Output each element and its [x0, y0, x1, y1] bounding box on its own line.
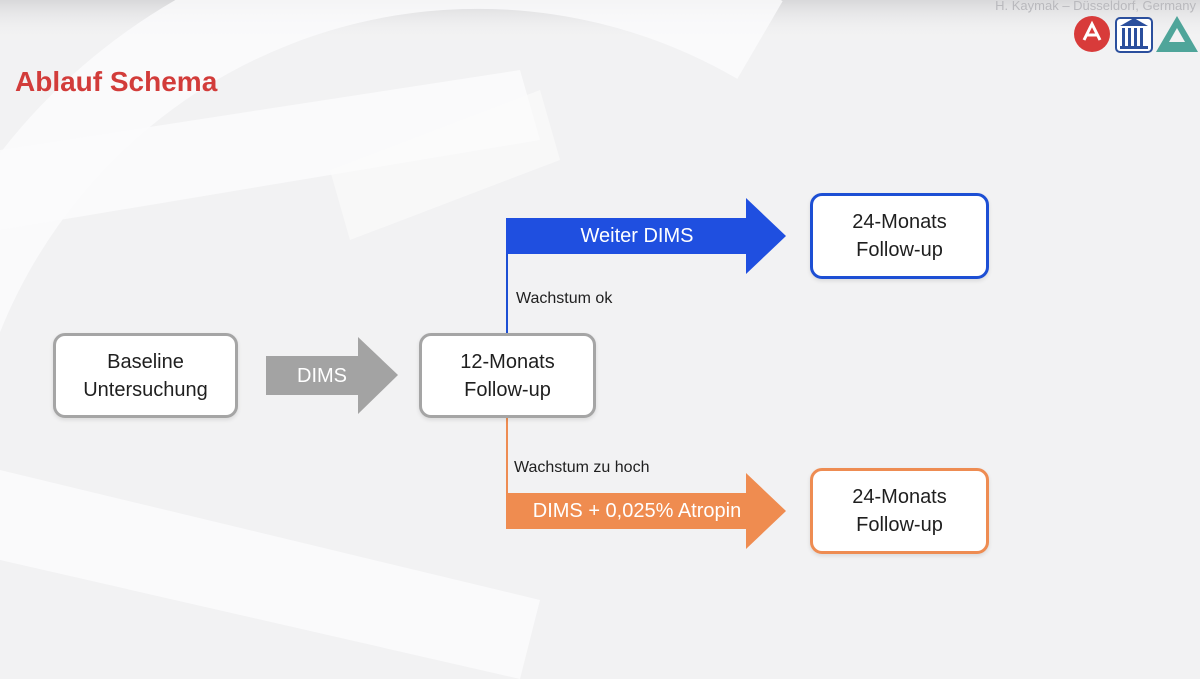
red-circle-logo: [1074, 16, 1110, 52]
followup-24-bottom-box: 24-Monats Follow-up: [810, 468, 989, 554]
slide-title: Ablauf Schema: [15, 66, 218, 97]
weiter-dims-arrow-label: Weiter DIMS: [580, 224, 694, 247]
logo-group: [1074, 16, 1198, 53]
followup-24-bottom-line-1: 24-Monats: [852, 486, 947, 508]
followup-12-box: 12-Monats Follow-up: [419, 333, 596, 418]
baseline-box: Baseline Untersuchung: [53, 333, 238, 418]
baseline-line-2: Untersuchung: [83, 378, 208, 401]
followup-12-line-2: Follow-up: [464, 378, 551, 401]
dims-atropin-arrow: [506, 473, 786, 549]
baseline-line-1: Baseline: [107, 350, 184, 373]
weiter-dims-arrow: [506, 198, 786, 274]
followup-24-top-line-2: Follow-up: [856, 239, 943, 261]
connector-down: [506, 418, 508, 498]
connector-up: [506, 250, 508, 334]
dims-arrow-label: DIMS: [297, 364, 347, 387]
dims-arrow: [266, 337, 398, 414]
followup-12-line-1: 12-Monats: [460, 350, 555, 373]
author-credit: H. Kaymak – Düsseldorf, Germany: [995, 0, 1196, 13]
triangle-logo: [1156, 16, 1198, 52]
dims-atropin-arrow-label: DIMS + 0,025% Atropin: [532, 499, 742, 522]
university-seal-logo: [1115, 17, 1153, 53]
followup-24-top-box: 24-Monats Follow-up: [810, 193, 989, 279]
branch-label-ok: Wachstum ok: [516, 290, 613, 307]
branch-label-zu-hoch: Wachstum zu hoch: [514, 459, 650, 476]
followup-24-bottom-line-2: Follow-up: [856, 514, 943, 536]
followup-24-top-line-1: 24-Monats: [852, 211, 947, 233]
